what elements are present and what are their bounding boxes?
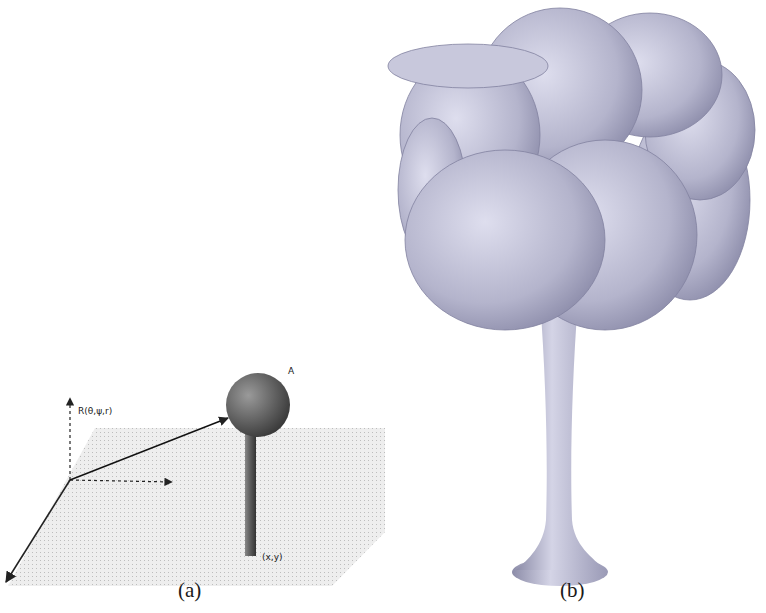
z-axis bbox=[69, 398, 70, 480]
ground-plane bbox=[8, 428, 385, 586]
pole bbox=[245, 430, 256, 556]
vector-label: R(θ,ψ,r) bbox=[78, 406, 112, 416]
coordinate-label-holder: (x,y) bbox=[262, 552, 283, 562]
panel-caption-holder: (b) bbox=[560, 578, 585, 603]
panel-caption-holder: (a) bbox=[178, 578, 201, 603]
position-vector bbox=[70, 418, 228, 480]
coordinate-label: (x,y) bbox=[262, 552, 283, 562]
trunk bbox=[516, 300, 606, 570]
sphere bbox=[226, 373, 290, 437]
y-axis bbox=[6, 480, 70, 582]
vector-label-holder: R(θ,ψ,r) bbox=[78, 406, 112, 416]
point-label: A bbox=[288, 366, 294, 376]
crown bbox=[388, 8, 755, 330]
panel-caption: (a) bbox=[178, 578, 201, 602]
panel-caption: (b) bbox=[560, 578, 585, 602]
point-label-holder: A bbox=[288, 366, 294, 376]
x-axis bbox=[70, 480, 172, 482]
